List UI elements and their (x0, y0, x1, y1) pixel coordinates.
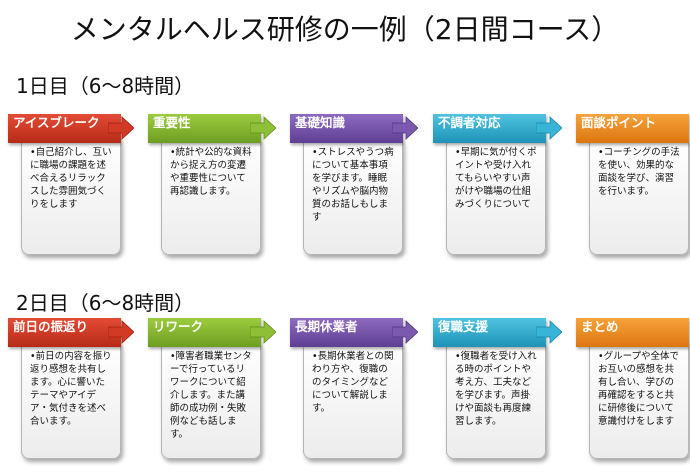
step-description: •グループや全体でお互いの感想を共有し合い、学びの再確認をすると共に研修後につい… (589, 341, 689, 459)
step-interview-points: •コーチングの手法を使い、効果的な面談を学び、演習を行います。 面談ポイント (576, 108, 690, 258)
step-heading: リワーク (148, 318, 261, 347)
step-description: •前日の内容を振り返り感想を共有します。心に響いたテーマやアイデア・気付きを述べ… (21, 341, 121, 459)
step-heading: 長期休業者 (290, 318, 403, 347)
right-arrow-icon (392, 320, 418, 344)
step-description: •統計や公的な資料から捉え方の変遷や重要性について再認識します。 (161, 137, 261, 255)
step-description: •長期休業者との関わり方や、復職ののタイミングなどについて解説します。 (303, 341, 403, 459)
day1-flow: •自己紹介し、互いに職場の課題を述べ合えるリラックスした雰囲気づくりをします ア… (0, 108, 690, 268)
step-response: •早期に気が付くポイントや受け入れてもらいやすい声がけや職場の仕組みづくりについ… (433, 108, 553, 258)
step-heading: 復職支援 (433, 318, 546, 347)
step-review: •前日の内容を振り返り感想を共有します。心に響いたテーマやアイデア・気付きを述べ… (8, 312, 128, 462)
step-heading: アイスブレーク (8, 114, 121, 143)
right-arrow-icon (536, 116, 562, 140)
day2-label: 2日目（6～8時間） (16, 291, 195, 315)
step-return-support: •復職者を受け入れる時のポイントや考え方、工夫などを学びます。声掛けや面談も再度… (433, 312, 553, 462)
day2-flow: •前日の内容を振り返り感想を共有します。心に響いたテーマやアイデア・気付きを述べ… (0, 312, 690, 472)
right-arrow-icon (250, 116, 276, 140)
step-summary: •グループや全体でお互いの感想を共有し合い、学びの再確認をすると共に研修後につい… (576, 312, 690, 462)
step-heading: まとめ (576, 318, 689, 347)
step-long-term-leave: •長期休業者との関わり方や、復職ののタイミングなどについて解説します。 長期休業… (290, 312, 410, 462)
right-arrow-icon (536, 320, 562, 344)
step-heading: 前日の振返り (8, 318, 121, 347)
step-basic-knowledge: •ストレスやうつ病について基本事項を学びます。睡眠やリズムや脳内物質のお話しもし… (290, 108, 410, 258)
step-heading: 重要性 (148, 114, 261, 143)
step-heading: 面談ポイント (576, 114, 689, 143)
step-description: •ストレスやうつ病について基本事項を学びます。睡眠やリズムや脳内物質のお話しもし… (303, 137, 403, 255)
right-arrow-icon (250, 320, 276, 344)
right-arrow-icon (108, 320, 134, 344)
right-arrow-icon (392, 116, 418, 140)
step-description: •復職者を受け入れる時のポイントや考え方、工夫などを学びます。声掛けや面談も再度… (446, 341, 546, 459)
right-arrow-icon (108, 116, 134, 140)
step-description: •コーチングの手法を使い、効果的な面談を学び、演習を行います。 (589, 137, 689, 255)
step-icebreak: •自己紹介し、互いに職場の課題を述べ合えるリラックスした雰囲気づくりをします ア… (8, 108, 128, 258)
step-description: •自己紹介し、互いに職場の課題を述べ合えるリラックスした雰囲気づくりをします (21, 137, 121, 255)
step-importance: •統計や公的な資料から捉え方の変遷や重要性について再認識します。 重要性 (148, 108, 268, 258)
step-description: •早期に気が付くポイントや受け入れてもらいやすい声がけや職場の仕組みづくりについ… (446, 137, 546, 255)
step-rework: •障害者職業センターで行っているリワークについて紹介します。また講師の成功例・失… (148, 312, 268, 462)
page-title: メンタルヘルス研修の一例（2日間コース） (70, 13, 620, 46)
step-heading: 不調者対応 (433, 114, 546, 143)
step-heading: 基礎知識 (290, 114, 403, 143)
step-description: •障害者職業センターで行っているリワークについて紹介します。また講師の成功例・失… (161, 341, 261, 459)
day1-label: 1日目（6～8時間） (16, 74, 195, 98)
